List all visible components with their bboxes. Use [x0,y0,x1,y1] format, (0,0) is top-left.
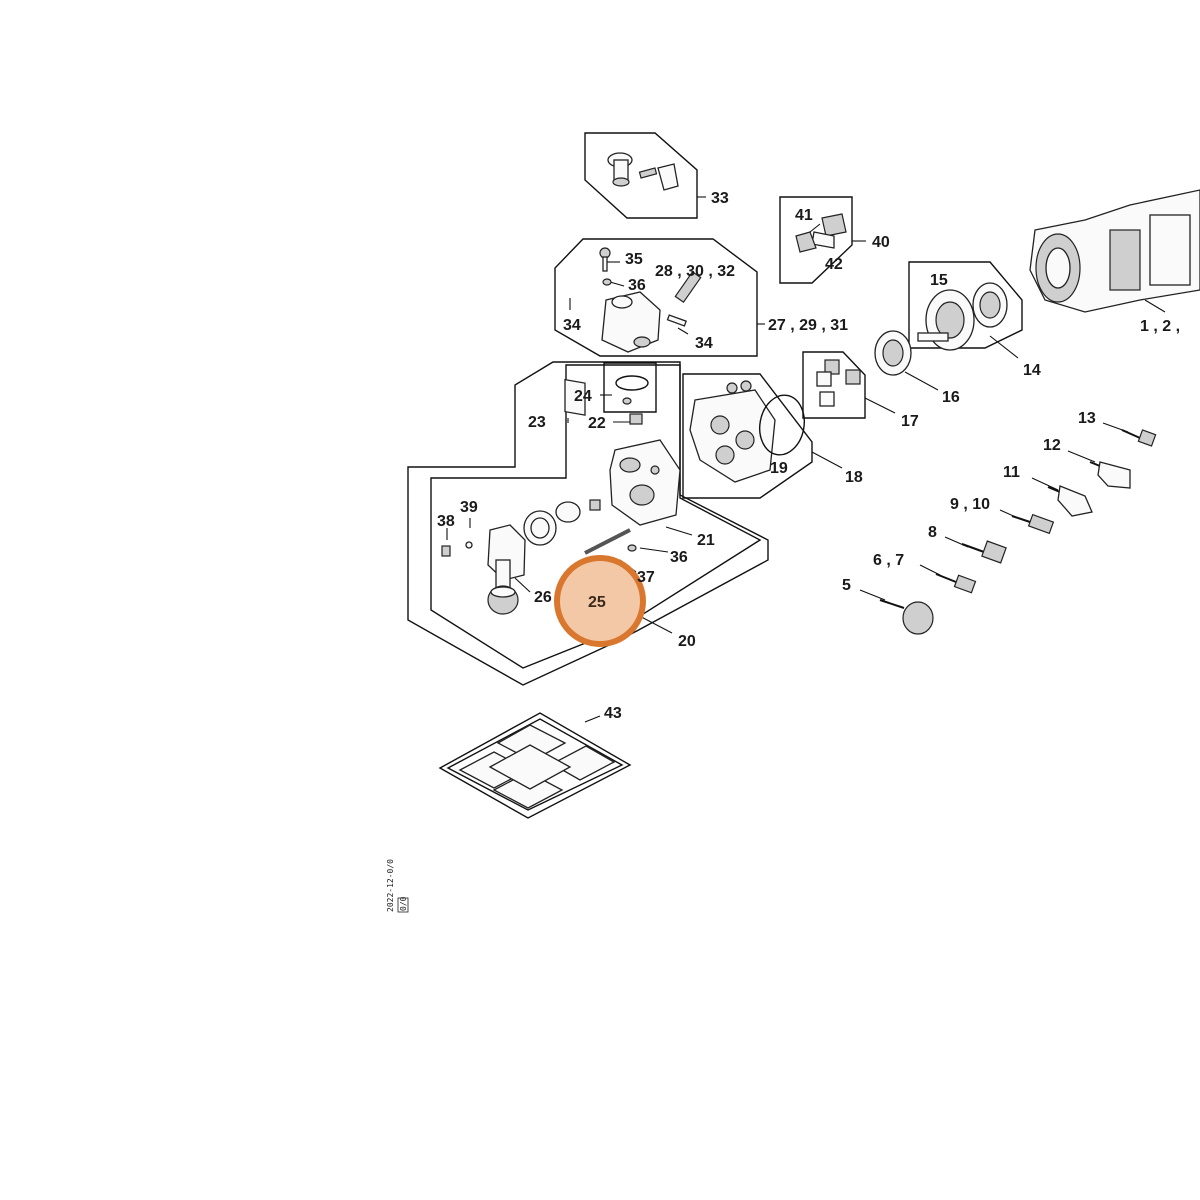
label-36-bottom[interactable]: 36 [670,549,688,566]
group-box-20-outer [407,361,769,686]
label-27-29-31[interactable]: 27 , 29 , 31 [768,317,848,334]
plug-6-7 [935,573,977,594]
label-37[interactable]: 37 [637,569,655,586]
drawing-code-box-text: 0/0 [399,896,408,911]
part-43-seal-kit [438,712,632,819]
group-box-40 [779,196,853,284]
plug-11 [1047,485,1093,517]
label-28-30-32[interactable]: 28 , 30 , 32 [655,263,735,280]
label-21[interactable]: 21 [697,532,715,549]
label-19[interactable]: 19 [770,460,788,477]
label-1-2[interactable]: 1 , 2 , [1140,318,1180,335]
group-box-33 [584,132,698,219]
part-17-valves [816,359,861,407]
part-33-valve [607,152,679,191]
drawing-code: 2022-12-0/0 0/0 [386,859,409,913]
label-11[interactable]: 11 [1003,464,1020,481]
part-40-switch [795,213,847,253]
part-26-piston [441,524,526,615]
plug-9-10 [1011,513,1055,535]
label-33[interactable]: 33 [711,190,729,207]
label-36-top[interactable]: 36 [628,277,646,294]
part-18-pump-housing [689,380,805,483]
label-34-left[interactable]: 34 [563,317,581,334]
group-box-22-24 [603,362,657,413]
label-23[interactable]: 23 [528,414,546,431]
group-box-27 [554,238,758,357]
highlight-circle[interactable] [554,555,646,647]
label-8[interactable]: 8 [928,524,937,541]
label-25[interactable]: 25 [588,594,606,611]
drawing-code-text: 2022-12-0/0 [386,859,395,912]
label-24[interactable]: 24 [574,388,592,405]
callout-labels: 33 41 40 42 35 36 28 , 30 , 32 34 34 27 … [437,190,1180,722]
label-20[interactable]: 20 [678,633,696,650]
label-35[interactable]: 35 [625,251,643,268]
label-38[interactable]: 38 [437,513,455,530]
plug-12 [1089,461,1131,489]
label-13[interactable]: 13 [1078,410,1096,427]
group-box-17 [802,351,866,419]
part-1-motor-housing [1029,189,1200,313]
group-box-18 [682,373,813,499]
label-17[interactable]: 17 [901,413,919,430]
label-39[interactable]: 39 [460,499,478,516]
label-15[interactable]: 15 [930,272,948,289]
label-26[interactable]: 26 [534,589,552,606]
part-21-manifold [523,439,681,555]
plug-8 [961,540,1007,564]
label-12[interactable]: 12 [1043,437,1061,454]
drawing-code-box [397,897,409,913]
label-42[interactable]: 42 [825,256,843,273]
part-27-cylinder-head [564,247,702,416]
label-16[interactable]: 16 [942,389,960,406]
power-plugs [879,429,1157,635]
leader-lines [446,196,1166,723]
label-14[interactable]: 14 [1023,362,1041,379]
part-14-shaft-gear [874,282,1008,376]
label-5[interactable]: 5 [842,577,851,594]
label-6-7[interactable]: 6 , 7 [873,552,904,569]
part-24-seal-kit [615,375,649,425]
label-43[interactable]: 43 [604,705,622,722]
label-41[interactable]: 41 [795,207,813,224]
plug-5 [879,599,934,635]
label-22[interactable]: 22 [588,415,606,432]
group-box-20-inner [430,364,762,669]
plug-13 [1121,429,1157,447]
label-18[interactable]: 18 [845,469,863,486]
label-9-10[interactable]: 9 , 10 [950,496,990,513]
label-40[interactable]: 40 [872,234,890,251]
label-34-right[interactable]: 34 [695,335,713,352]
